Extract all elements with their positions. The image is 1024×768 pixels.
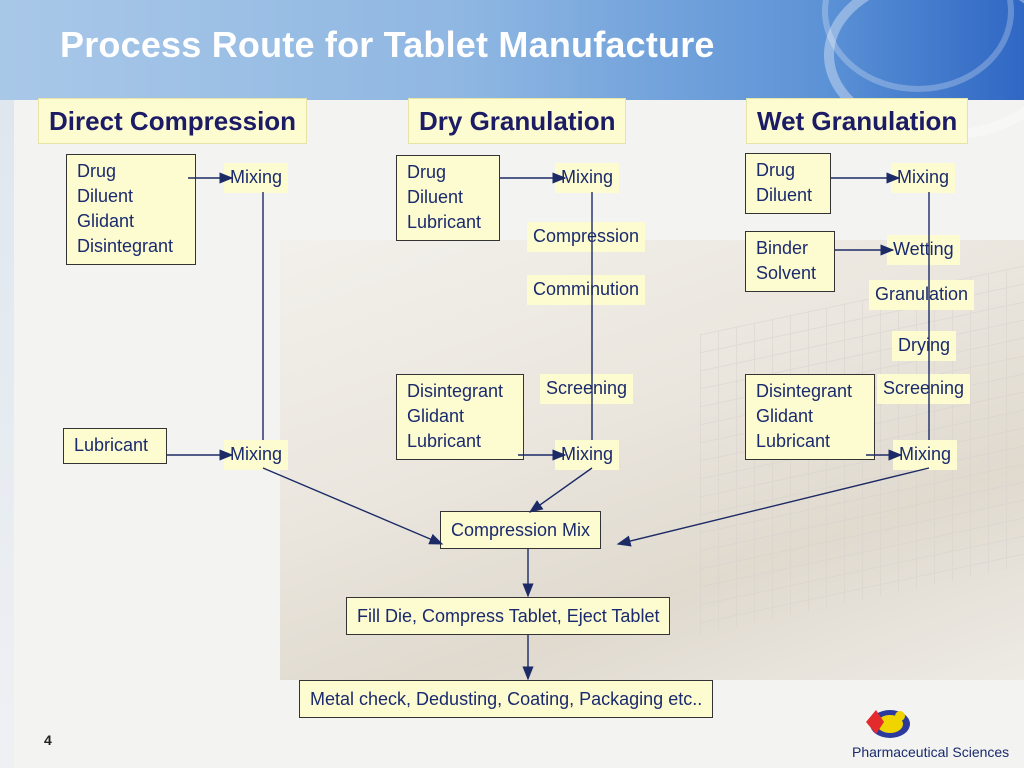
arrow-dry-to-compression-mix: [528, 467, 593, 513]
arrow-wet-to-compression-mix: [616, 467, 930, 547]
direct-input: Drug: [77, 161, 117, 181]
direct-input: Glidant: [77, 211, 135, 231]
dry-extras-box: Disintegrant Glidant Lubricant: [396, 374, 524, 460]
wet-mixing-1: Mixing: [891, 163, 956, 193]
wet-input: Diluent: [756, 185, 813, 205]
logo-text: Pharmaceutical Sciences: [852, 744, 1010, 760]
direct-lubricant-box: Lubricant: [63, 428, 167, 464]
wet-granulation: Granulation: [869, 280, 975, 310]
dry-compression: Compression: [527, 222, 646, 252]
dry-inputs-box: Drug Diluent Lubricant: [396, 155, 500, 241]
left-strip: [0, 100, 14, 768]
dry-input: Drug: [407, 162, 447, 182]
page-number: 4: [44, 732, 52, 748]
wet-mixing-2: Mixing: [893, 440, 958, 470]
compression-mix-box: Compression Mix: [440, 511, 602, 549]
dry-input: Lubricant: [407, 212, 482, 232]
direct-inputs-box: Drug Diluent Glidant Disintegrant: [66, 154, 196, 265]
wet-screening: Screening: [877, 374, 971, 404]
pharmaceutical-sciences-logo-icon: [866, 710, 910, 738]
wet-extra: Lubricant: [756, 431, 831, 451]
wet-extras-box: Disintegrant Glidant Lubricant: [745, 374, 875, 460]
dry-input: Diluent: [407, 187, 464, 207]
wet-extra: Disintegrant: [756, 381, 853, 401]
finishing-box: Metal check, Dedusting, Coating, Packagi…: [299, 680, 714, 718]
dry-extra: Lubricant: [407, 431, 482, 451]
dry-comminution: Comminution: [527, 275, 646, 305]
direct-input: Disintegrant: [77, 236, 174, 256]
heading-dry-granulation: Dry Granulation: [408, 98, 627, 144]
wet-extra: Glidant: [756, 406, 814, 426]
arrow-direct-to-compression-mix: [262, 467, 444, 545]
wet-inputs-box: Drug Diluent: [745, 153, 831, 214]
dry-screening: Screening: [540, 374, 634, 404]
wet-wetting: Wetting: [887, 235, 960, 265]
wet-input: Drug: [756, 160, 796, 180]
wet-drying: Drying: [892, 331, 957, 361]
direct-input: Diluent: [77, 186, 134, 206]
fill-compress-eject-box: Fill Die, Compress Tablet, Eject Tablet: [346, 597, 671, 635]
wet-binder-box: Binder Solvent: [745, 231, 835, 292]
dry-extra: Disintegrant: [407, 381, 504, 401]
direct-lubricant: Lubricant: [74, 435, 149, 455]
wet-binder: Binder: [756, 238, 809, 258]
slide-title: Process Route for Tablet Manufacture: [60, 24, 715, 65]
direct-mixing-2: Mixing: [224, 440, 289, 470]
heading-direct-compression: Direct Compression: [38, 98, 308, 144]
dry-mixing-1: Mixing: [555, 163, 620, 193]
dry-extra: Glidant: [407, 406, 465, 426]
direct-mixing-1: Mixing: [224, 163, 289, 193]
heading-wet-granulation: Wet Granulation: [746, 98, 969, 144]
wet-binder: Solvent: [756, 263, 817, 283]
